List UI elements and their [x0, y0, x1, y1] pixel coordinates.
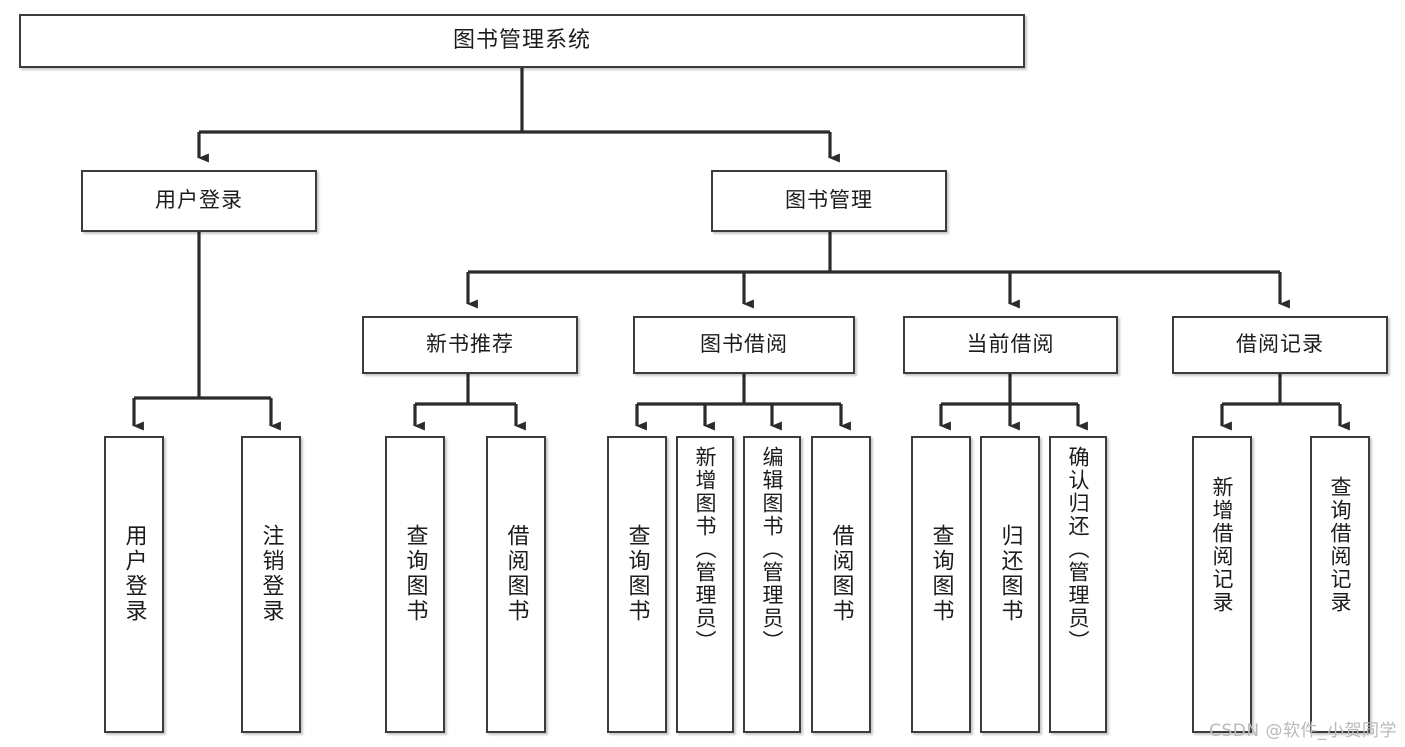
node-label: 借阅图书	[828, 524, 854, 624]
leaf-user-login[interactable]: 用户登录	[104, 436, 164, 733]
node-label: 查询图书	[624, 524, 650, 624]
leaf-query-book-borrow[interactable]: 查询图书	[607, 436, 667, 733]
node-label: 查询图书	[928, 524, 954, 624]
leaf-borrow-book-recommend[interactable]: 借阅图书	[486, 436, 546, 733]
node-label: 查询图书	[402, 524, 428, 624]
leaf-confirm-return-admin[interactable]: 确认归还（管理员）	[1049, 436, 1107, 733]
node-label: 当前借阅	[966, 332, 1055, 357]
node-label: 借阅记录	[1236, 332, 1324, 357]
node-label: 确认归还（管理员）	[1066, 446, 1091, 653]
node-label: 用户登录	[121, 524, 147, 624]
node-label: 归还图书	[997, 524, 1023, 624]
node-label: 注销登录	[258, 524, 284, 624]
node-label: 查询借阅记录	[1328, 476, 1353, 614]
node-label: 编辑图书（管理员）	[760, 446, 785, 653]
node-label: 图书管理系统	[452, 27, 591, 53]
leaf-edit-book-admin[interactable]: 编辑图书（管理员）	[743, 436, 801, 733]
leaf-borrow-book[interactable]: 借阅图书	[811, 436, 871, 733]
node-label: 图书管理	[785, 188, 873, 213]
watermark-text: CSDN @软件_小贺同学	[1209, 721, 1397, 741]
node-root-system[interactable]: 图书管理系统	[19, 14, 1025, 68]
leaf-logout[interactable]: 注销登录	[241, 436, 301, 733]
node-label: 用户登录	[155, 188, 243, 213]
node-label: 借阅图书	[503, 524, 529, 624]
node-label: 图书借阅	[700, 332, 788, 357]
node-new-book-recommend[interactable]: 新书推荐	[362, 316, 578, 374]
node-label: 新增借阅记录	[1210, 476, 1235, 614]
node-book-borrow[interactable]: 图书借阅	[633, 316, 855, 374]
node-user-login[interactable]: 用户登录	[81, 170, 317, 232]
leaf-query-book-recommend[interactable]: 查询图书	[385, 436, 445, 733]
leaf-query-borrow-record[interactable]: 查询借阅记录	[1310, 436, 1370, 733]
node-book-management[interactable]: 图书管理	[711, 170, 947, 232]
leaf-add-book-admin[interactable]: 新增图书（管理员）	[676, 436, 734, 733]
node-label: 新增图书（管理员）	[693, 446, 718, 653]
node-label: 新书推荐	[426, 332, 514, 357]
leaf-add-borrow-record[interactable]: 新增借阅记录	[1192, 436, 1252, 733]
leaf-return-book[interactable]: 归还图书	[980, 436, 1040, 733]
leaf-query-book-current[interactable]: 查询图书	[911, 436, 971, 733]
node-current-borrow[interactable]: 当前借阅	[903, 316, 1118, 374]
node-borrow-record[interactable]: 借阅记录	[1172, 316, 1388, 374]
